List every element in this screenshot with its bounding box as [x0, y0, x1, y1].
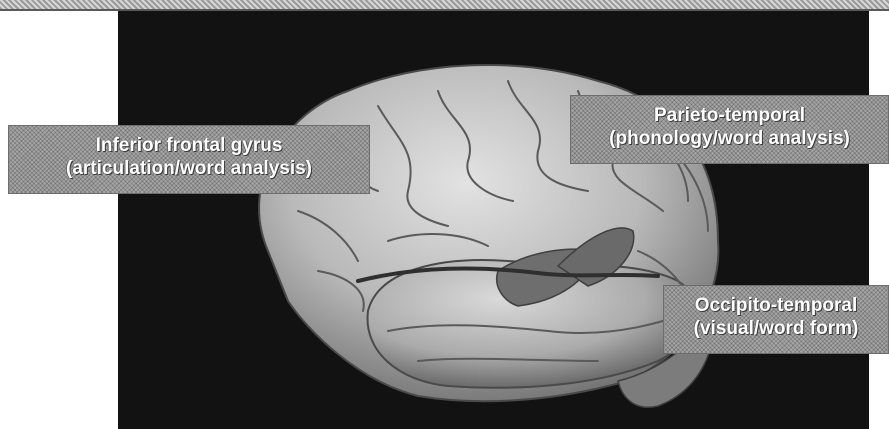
label-inferior-frontal-title: Inferior frontal gyrus: [9, 134, 369, 157]
top-decorative-rule: [0, 0, 889, 9]
brain-photo: [118, 11, 869, 429]
label-inferior-frontal-gyrus: Inferior frontal gyrus (articulation/wor…: [8, 125, 370, 194]
label-parieto-temporal-title: Parieto-temporal: [571, 104, 888, 127]
label-occipito-temporal-subtitle: (visual/word form): [664, 317, 888, 340]
brain-illustration: [118, 11, 869, 429]
label-inferior-frontal-subtitle: (articulation/word analysis): [9, 157, 369, 180]
label-occipito-temporal-title: Occipito-temporal: [664, 294, 888, 317]
label-parieto-temporal-subtitle: (phonology/word analysis): [571, 127, 888, 150]
label-parieto-temporal: Parieto-temporal (phonology/word analysi…: [570, 95, 889, 164]
label-occipito-temporal: Occipito-temporal (visual/word form): [663, 285, 889, 354]
